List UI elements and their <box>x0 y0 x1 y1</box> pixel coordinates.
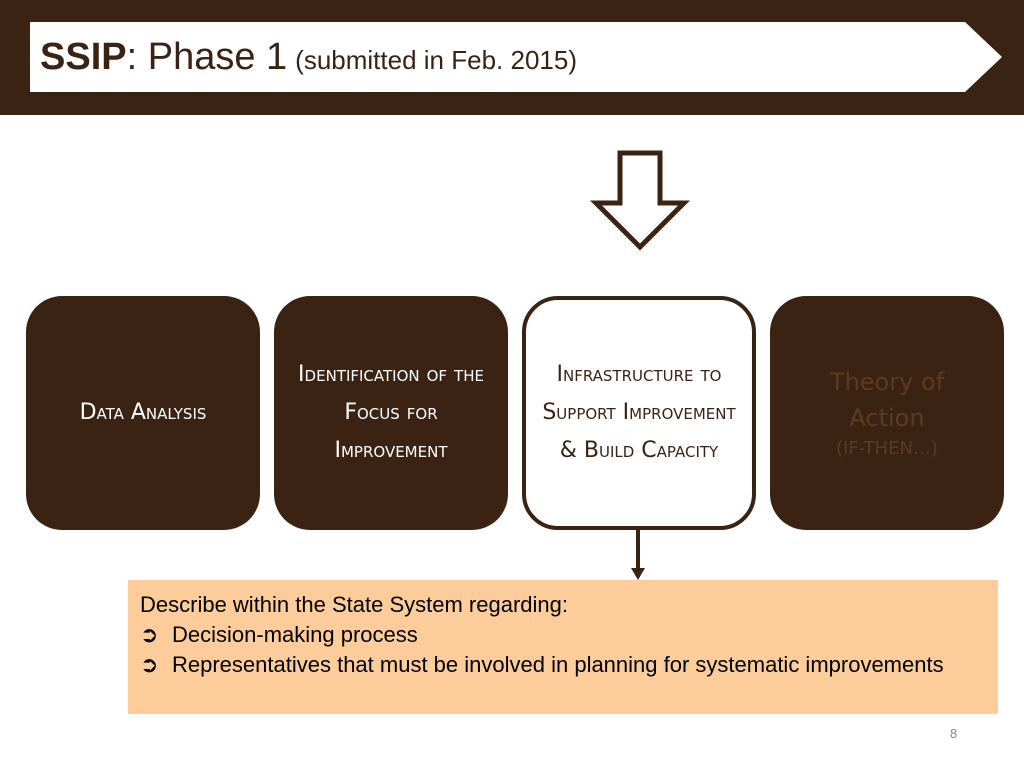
description-intro: Describe within the State System regardi… <box>140 592 568 617</box>
title-acronym: SSIP <box>40 36 127 78</box>
down-arrow-icon <box>590 150 690 251</box>
box-theory-of-action: Theory of Action (IF-THEN…) <box>770 296 1004 530</box>
page-number: 8 <box>950 726 958 741</box>
box-infrastructure: Infrastructure to Support Improvement & … <box>522 296 756 530</box>
box-identification-focus: Identification of the Focus for Improvem… <box>274 296 508 530</box>
title-submitted-date: (submitted in Feb. 2015) <box>295 45 577 75</box>
list-item: ➲ Representatives that must be involved … <box>140 650 986 680</box>
bullet-text: Representatives that must be involved in… <box>172 652 944 677</box>
bullet-arrow-icon: ➲ <box>140 652 159 677</box>
list-item: ➲ Decision-making process <box>140 620 986 650</box>
box-data-analysis: Data Analysis <box>26 296 260 530</box>
slide-title: SSIP: Phase 1(submitted in Feb. 2015) <box>40 36 577 79</box>
box-label: Data Analysis <box>79 400 207 425</box>
title-phase: : Phase 1 <box>126 36 288 78</box>
title-banner-arrow <box>30 22 1002 92</box>
bullet-text: Decision-making process <box>172 622 418 647</box>
box-sublabel: (IF-THEN…) <box>836 438 938 459</box>
box-label: Theory of Action <box>829 368 945 432</box>
description-box: Describe within the State System regardi… <box>128 580 998 714</box>
box-label: Identification of the Focus for Improvem… <box>298 362 484 463</box>
connector-arrow-icon <box>631 528 645 580</box>
bullet-arrow-icon: ➲ <box>140 622 159 647</box>
box-label: Infrastructure to Support Improvement & … <box>542 362 736 463</box>
